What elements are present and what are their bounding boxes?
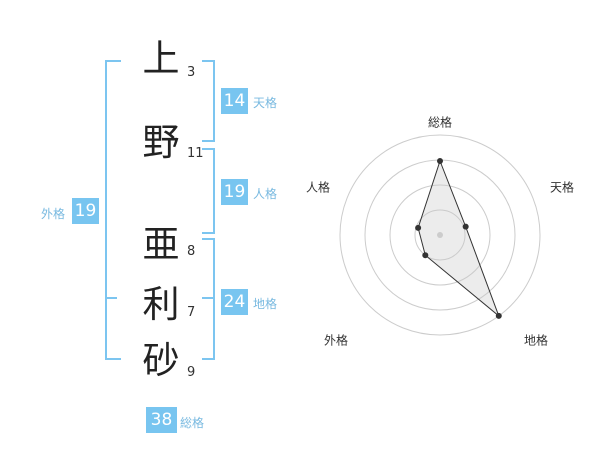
radar-grid-ring-2 bbox=[389, 184, 491, 286]
gaikaku-bracket bbox=[105, 60, 121, 360]
chikaku-bracket-tick bbox=[202, 297, 214, 299]
radar-point-4 bbox=[422, 252, 429, 259]
radar-axis-label-1: 総格 bbox=[428, 115, 452, 130]
radar-axis-label-4: 外格 bbox=[324, 333, 348, 348]
chikaku-bracket bbox=[202, 238, 215, 360]
gaikaku-bracket-tick bbox=[105, 297, 117, 299]
name-char-5: 砂 bbox=[142, 339, 180, 382]
radar-axis-label-2: 天格 bbox=[550, 180, 574, 195]
radar-point-2 bbox=[462, 223, 469, 230]
radar-point-3 bbox=[495, 312, 502, 319]
chikaku-label: 地格 bbox=[253, 297, 278, 311]
stroke-count-1: 3 bbox=[187, 65, 196, 80]
name-char-1: 上 bbox=[142, 37, 180, 80]
stroke-count-4: 7 bbox=[187, 305, 196, 320]
radar-data-area bbox=[417, 159, 500, 318]
radar-point-1 bbox=[437, 158, 443, 164]
jinkaku-label: 人格 bbox=[253, 187, 278, 201]
gaikaku-label: 外格 bbox=[41, 207, 66, 221]
tenkaku-value: 14 bbox=[221, 88, 248, 114]
radar-center-dot bbox=[437, 232, 443, 238]
name-char-3: 亜 bbox=[142, 223, 180, 266]
tenkaku-label: 天格 bbox=[253, 96, 278, 110]
stroke-count-3: 8 bbox=[187, 244, 196, 259]
radar-point-5 bbox=[415, 224, 422, 231]
soukaku-value: 38 bbox=[146, 407, 177, 433]
stroke-count-5: 9 bbox=[187, 365, 196, 380]
radar-grid-ring-4 bbox=[339, 134, 541, 336]
radar-axis-label-5: 人格 bbox=[306, 180, 330, 195]
gaikaku-value: 19 bbox=[72, 198, 99, 224]
stroke-count-2: 11 bbox=[187, 146, 204, 161]
jinkaku-bracket bbox=[202, 148, 215, 234]
soukaku-label: 総格 bbox=[180, 416, 205, 430]
tenkaku-bracket bbox=[202, 60, 215, 142]
jinkaku-value: 19 bbox=[221, 179, 248, 205]
name-char-4: 利 bbox=[142, 283, 180, 326]
chikaku-value: 24 bbox=[221, 289, 248, 315]
name-char-2: 野 bbox=[142, 121, 180, 164]
radar-grid-ring-1 bbox=[414, 209, 466, 261]
radar-axis-label-3: 地格 bbox=[524, 333, 548, 348]
